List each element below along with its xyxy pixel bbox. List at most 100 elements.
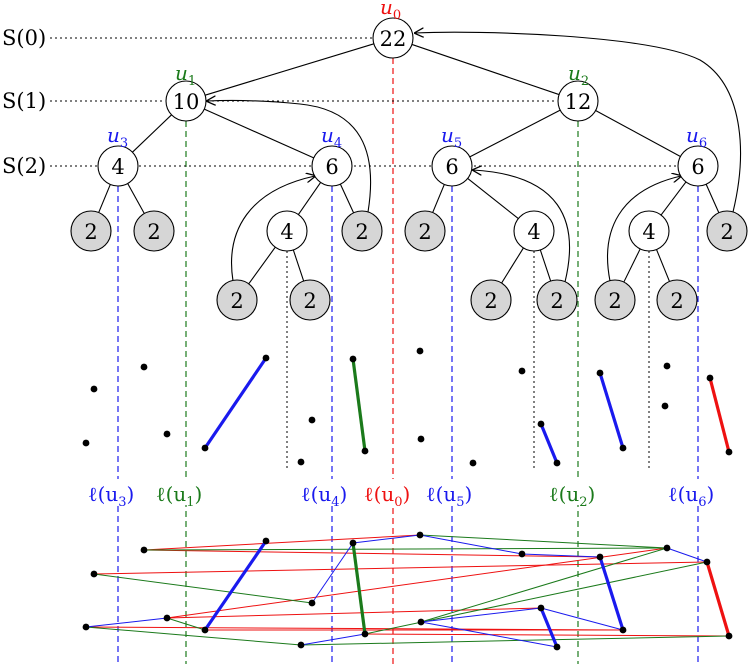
node-f11-value: 2 — [608, 289, 621, 313]
point-p11 — [416, 347, 424, 355]
graph-edge-1 — [143, 534, 421, 551]
node-e21-value: 2 — [484, 289, 497, 313]
pointer-arrow-d11-d — [231, 176, 315, 282]
ell-label-bg-2 — [547, 479, 607, 505]
graph-edge-16 — [300, 635, 730, 646]
bold-segment-p5-p6 — [203, 357, 268, 449]
node-d2-circle — [341, 210, 383, 252]
node-f2-value: 2 — [720, 220, 733, 244]
graph-edge-11 — [85, 626, 302, 646]
point-p24 — [661, 402, 669, 410]
graph-bold-g22-g23 — [705, 561, 731, 637]
tree-edge-e-e1 — [432, 184, 445, 213]
tree-edge-f-f1 — [660, 181, 687, 216]
divider-lines — [117, 58, 699, 664]
graph-point-g21 — [619, 626, 627, 634]
divider-labels: ℓ(u3)ℓ(u1)ℓ(u4)ℓ(u0)ℓ(u5)ℓ(u2)ℓ(u6) — [86, 479, 726, 510]
node-f2-circle — [706, 210, 748, 252]
pointer-arrow-e22-e — [473, 170, 571, 283]
graph-point-g14 — [518, 550, 526, 558]
node-c-tag: u3 — [107, 123, 128, 151]
point-p19 — [553, 459, 561, 467]
point-p6 — [262, 354, 270, 362]
node-f11-circle — [594, 279, 636, 321]
graph-point-g12 — [417, 618, 425, 626]
graph-edge-12 — [364, 561, 708, 635]
node-d11-value: 2 — [230, 289, 243, 313]
graph-edge-22 — [300, 633, 366, 646]
graph-point-g23 — [725, 632, 733, 640]
node-d12-value: 2 — [303, 289, 316, 313]
node-d1-circle — [266, 210, 308, 252]
node-f-value: 6 — [691, 155, 704, 179]
tree-edge-e2-e22 — [539, 249, 552, 282]
graph-bold-g17-g21 — [598, 556, 625, 631]
ell-label-u2: ℓ(u2) — [549, 482, 595, 510]
node-a-value: 10 — [173, 90, 200, 114]
graph-edge-8 — [143, 549, 601, 558]
point-set — [82, 347, 733, 467]
pointer-arrow-f11-f — [607, 176, 681, 282]
graph-bold-g16-g19 — [539, 607, 559, 648]
graph-edge-9 — [143, 547, 668, 551]
node-r-value: 22 — [380, 27, 407, 51]
tree-edge-d-d2 — [339, 183, 355, 214]
graph-edge-5 — [166, 607, 542, 619]
tree-edge-f1-f11 — [623, 248, 641, 283]
graph — [82, 531, 733, 651]
ell-label-bg-5 — [424, 479, 484, 505]
point-p4 — [163, 430, 171, 438]
node-e-value: 6 — [445, 155, 458, 179]
point-p5 — [201, 444, 209, 452]
tree-edge-d1-d11 — [248, 246, 276, 285]
graph-point-g7 — [308, 599, 316, 607]
graph-point-g20 — [663, 544, 671, 552]
tree-edge-a-d — [204, 108, 314, 159]
tree-edge-r-b — [411, 43, 560, 96]
node-b-value: 12 — [565, 90, 592, 114]
tree-edge-r-a — [204, 43, 375, 96]
tree-edge-a-c — [132, 114, 172, 153]
node-e-tag: u5 — [441, 123, 462, 151]
point-p27 — [725, 448, 733, 456]
graph-point-g22 — [703, 558, 711, 566]
point-p13 — [469, 459, 477, 467]
node-b-circle — [557, 80, 599, 122]
node-f12-circle — [656, 279, 698, 321]
node-f1-circle — [628, 210, 670, 252]
node-e1-circle — [404, 210, 446, 252]
tree-edge-c-c1 — [98, 184, 111, 213]
point-p9 — [361, 447, 369, 455]
node-e2-value: 4 — [527, 220, 540, 244]
graph-edge-6 — [364, 633, 730, 637]
level-guides: S(0)S(1)S(2) — [2, 26, 677, 178]
node-e22-circle — [536, 279, 578, 321]
graph-bold-g8-g9 — [351, 542, 367, 635]
graph-point-g4 — [163, 614, 171, 622]
node-c1-value: 2 — [84, 220, 97, 244]
tree-edge-b-e — [469, 109, 561, 158]
node-e22-value: 2 — [550, 289, 563, 313]
graph-point-g11 — [416, 531, 424, 539]
graph-bold-g5-g6 — [203, 540, 268, 631]
ell-label-u6: ℓ(u6) — [668, 482, 714, 510]
level-label-s1: S(1) — [2, 89, 46, 113]
node-d1-value: 4 — [280, 220, 293, 244]
level-label-s0: S(0) — [2, 26, 46, 50]
point-p10 — [297, 458, 305, 466]
point-p8 — [349, 355, 357, 363]
node-d-circle — [311, 145, 353, 187]
bold-segment-p8-p9 — [351, 358, 367, 452]
pointer-arrow-f2-r — [415, 32, 741, 213]
tree-edge-e2-e21 — [501, 247, 524, 284]
tree-edges — [98, 43, 720, 285]
graph-point-g6 — [262, 537, 270, 545]
ell-label-u1: ℓ(u1) — [156, 482, 202, 510]
point-p14 — [518, 367, 526, 375]
node-c2-value: 2 — [147, 220, 160, 244]
tree-edge-b-f — [595, 110, 681, 157]
graph-edge-3 — [166, 547, 668, 619]
node-d2-value: 2 — [355, 220, 368, 244]
graph-edge-2 — [93, 561, 708, 575]
